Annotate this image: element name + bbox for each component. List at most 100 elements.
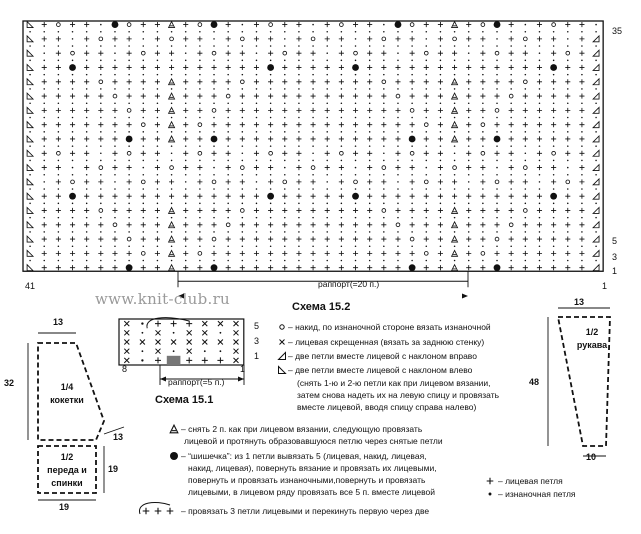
purl-stitch [199, 188, 201, 190]
purl-stitch [184, 173, 187, 176]
k2tog-left [26, 235, 35, 243]
knit-stitch [69, 79, 76, 85]
purl-stitch [57, 131, 60, 133]
purl-stitch [114, 173, 116, 176]
knit-stitch [154, 250, 160, 256]
yarn-over [169, 165, 174, 170]
knit-stitch [154, 64, 160, 71]
purl-stitch [467, 59, 470, 62]
knit-stitch [197, 193, 203, 199]
k2tog-left [26, 177, 35, 186]
purl-stitch [581, 259, 583, 262]
twisted-knit [201, 320, 208, 327]
purl-stitch [340, 188, 343, 190]
k2tog-left [26, 34, 35, 43]
knit-stitch [551, 79, 557, 85]
knit-stitch [522, 93, 528, 99]
purl-stitch [227, 116, 229, 119]
purl-stitch [397, 216, 399, 219]
purl-stitch [467, 231, 470, 233]
purl-stitch [142, 173, 145, 176]
purl-stitch [567, 30, 569, 33]
knit-stitch [565, 193, 571, 199]
yarn-over [551, 22, 556, 27]
purl-stitch [199, 73, 201, 76]
purl-stitch [43, 159, 45, 162]
knit-stitch [367, 122, 373, 128]
purl-stitch [43, 131, 45, 133]
purl-stitch [397, 181, 399, 183]
purl-stitch [368, 259, 371, 262]
purl-stitch [227, 173, 229, 176]
yarn-over [140, 251, 146, 256]
double-decrease [167, 235, 176, 243]
knit-stitch [352, 250, 359, 256]
purl-stitch [368, 88, 371, 90]
twisted-knit [233, 329, 239, 336]
purl-stitch [312, 45, 314, 47]
knit-stitch [239, 193, 245, 199]
purl-stitch [340, 30, 343, 33]
purl-stitch [326, 102, 328, 104]
purl-stitch [184, 231, 187, 233]
knit-stitch [522, 193, 528, 199]
purl-stitch [142, 30, 145, 33]
purl-stitch [184, 116, 187, 119]
purl-stitch [71, 38, 74, 40]
purl-stitch [184, 202, 187, 205]
knit-stitch [126, 207, 132, 214]
knit-stitch [296, 179, 302, 185]
knit-stitch [69, 222, 76, 228]
purl-stitch [128, 216, 130, 219]
knit-stitch [296, 150, 302, 156]
purl-stitch [85, 73, 88, 76]
purl-stitch [425, 30, 428, 33]
purl-stitch [100, 231, 102, 233]
yoke-label: кокетки [50, 395, 84, 405]
purl-stitch [368, 188, 371, 190]
knit-stitch [41, 136, 47, 142]
knit-stitch [282, 22, 288, 28]
knit-stitch [225, 236, 231, 242]
row-number-1: 1 [612, 266, 618, 276]
knit-stitch [565, 93, 571, 99]
bobble [170, 452, 178, 460]
knit-stitch [84, 22, 90, 28]
purl-stitch [411, 173, 413, 176]
yarn-over [523, 165, 528, 170]
purl-stitch [383, 245, 385, 247]
knit-stitch [536, 107, 543, 113]
purl-stitch [482, 145, 484, 147]
knit-stitch [395, 64, 401, 71]
purl-stitch [213, 73, 215, 76]
purl-stitch [538, 88, 541, 90]
purl-stitch [241, 73, 244, 76]
knit-stitch [140, 207, 146, 214]
purl-stitch [255, 73, 258, 76]
knit-stitch [579, 207, 585, 214]
purl-stitch [142, 145, 145, 147]
purl-stitch [199, 216, 201, 219]
knit-stitch [126, 222, 132, 228]
knit-stitch [282, 236, 288, 242]
knit-stitch [154, 265, 160, 271]
purl-stitch [368, 45, 371, 47]
purl-stitch [567, 59, 569, 62]
knit-stitch [84, 193, 90, 199]
purl-stitch [241, 202, 244, 205]
purl-stitch [184, 259, 187, 262]
knit-stitch [367, 64, 373, 71]
knit-stitch [522, 179, 528, 185]
purl-stitch [439, 102, 442, 104]
knit-stitch [480, 136, 486, 142]
yarn-over [381, 36, 387, 42]
knit-stitch [183, 36, 189, 42]
purl-stitch [141, 331, 144, 334]
bobble [394, 21, 402, 28]
purl-stitch [85, 259, 88, 262]
purl-stitch [524, 88, 527, 90]
k2tog-left [278, 365, 287, 374]
purl-stitch [298, 116, 300, 119]
knit-stitch [423, 207, 429, 214]
